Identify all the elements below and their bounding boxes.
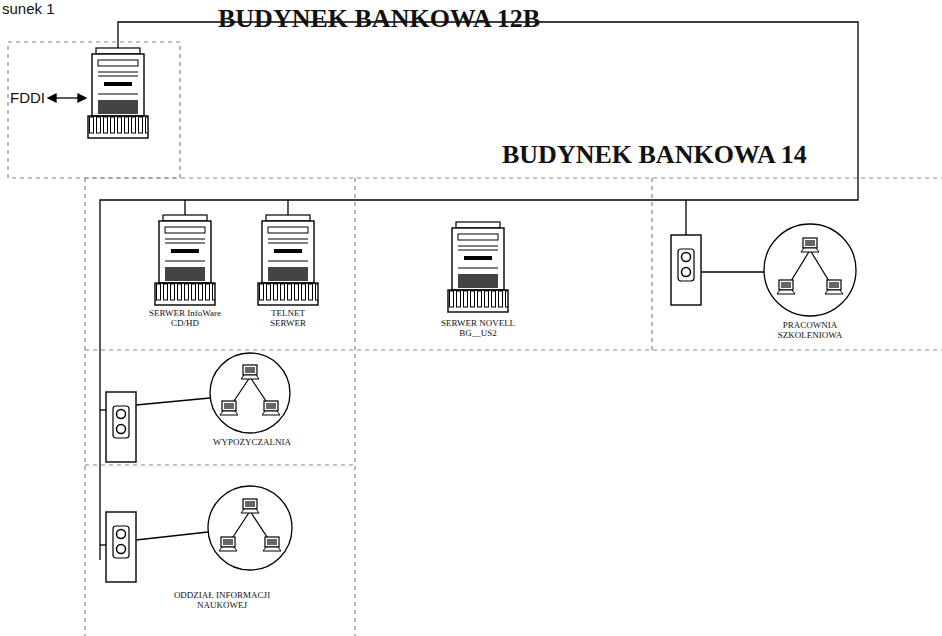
device-label-box: SERWER NOVELL BG__US2 [432, 318, 524, 339]
network-wire [100, 22, 858, 560]
device-label: ODDZIAŁ INFORMACJI NAUKOWEJ [166, 590, 278, 611]
server-icon [448, 222, 508, 312]
fddi-arrow [48, 94, 86, 102]
device-label: SERWER InfoWare CD/HD [147, 308, 223, 329]
building-title: BUDYNEK BANKOWA 12B [218, 4, 540, 34]
network-label: FDDI [10, 89, 45, 106]
device-label: SERWER NOVELL BG__US2 [432, 318, 524, 339]
device-label: TELNET SERWER [265, 308, 311, 329]
device-label-box: SERWER InfoWare CD/HD [147, 308, 223, 329]
region-outline [8, 42, 942, 636]
device-label-box: WYPOŻYCZALNIA [197, 437, 307, 447]
hub-icon [671, 235, 701, 305]
server-icon [155, 215, 215, 305]
building-title: BUDYNEK BANKOWA 14 [502, 140, 807, 170]
hub-icon [106, 512, 136, 582]
server-icon [258, 215, 318, 305]
workgroup-circle [764, 224, 856, 316]
workgroup-circle [210, 353, 290, 433]
fddi-router [88, 48, 148, 138]
device-label: WYPOŻYCZALNIA [197, 437, 307, 447]
device-label-box: PRACOWNIA SZKOLENIOWA [769, 320, 851, 341]
device-label-box: TELNET SERWER [265, 308, 311, 329]
workgroup-circle [208, 486, 292, 570]
hub-icon [106, 392, 136, 462]
device-label: PRACOWNIA SZKOLENIOWA [769, 320, 851, 341]
device-label-box: ODDZIAŁ INFORMACJI NAUKOWEJ [166, 590, 278, 611]
figure-number: sunek 1 [2, 0, 55, 17]
